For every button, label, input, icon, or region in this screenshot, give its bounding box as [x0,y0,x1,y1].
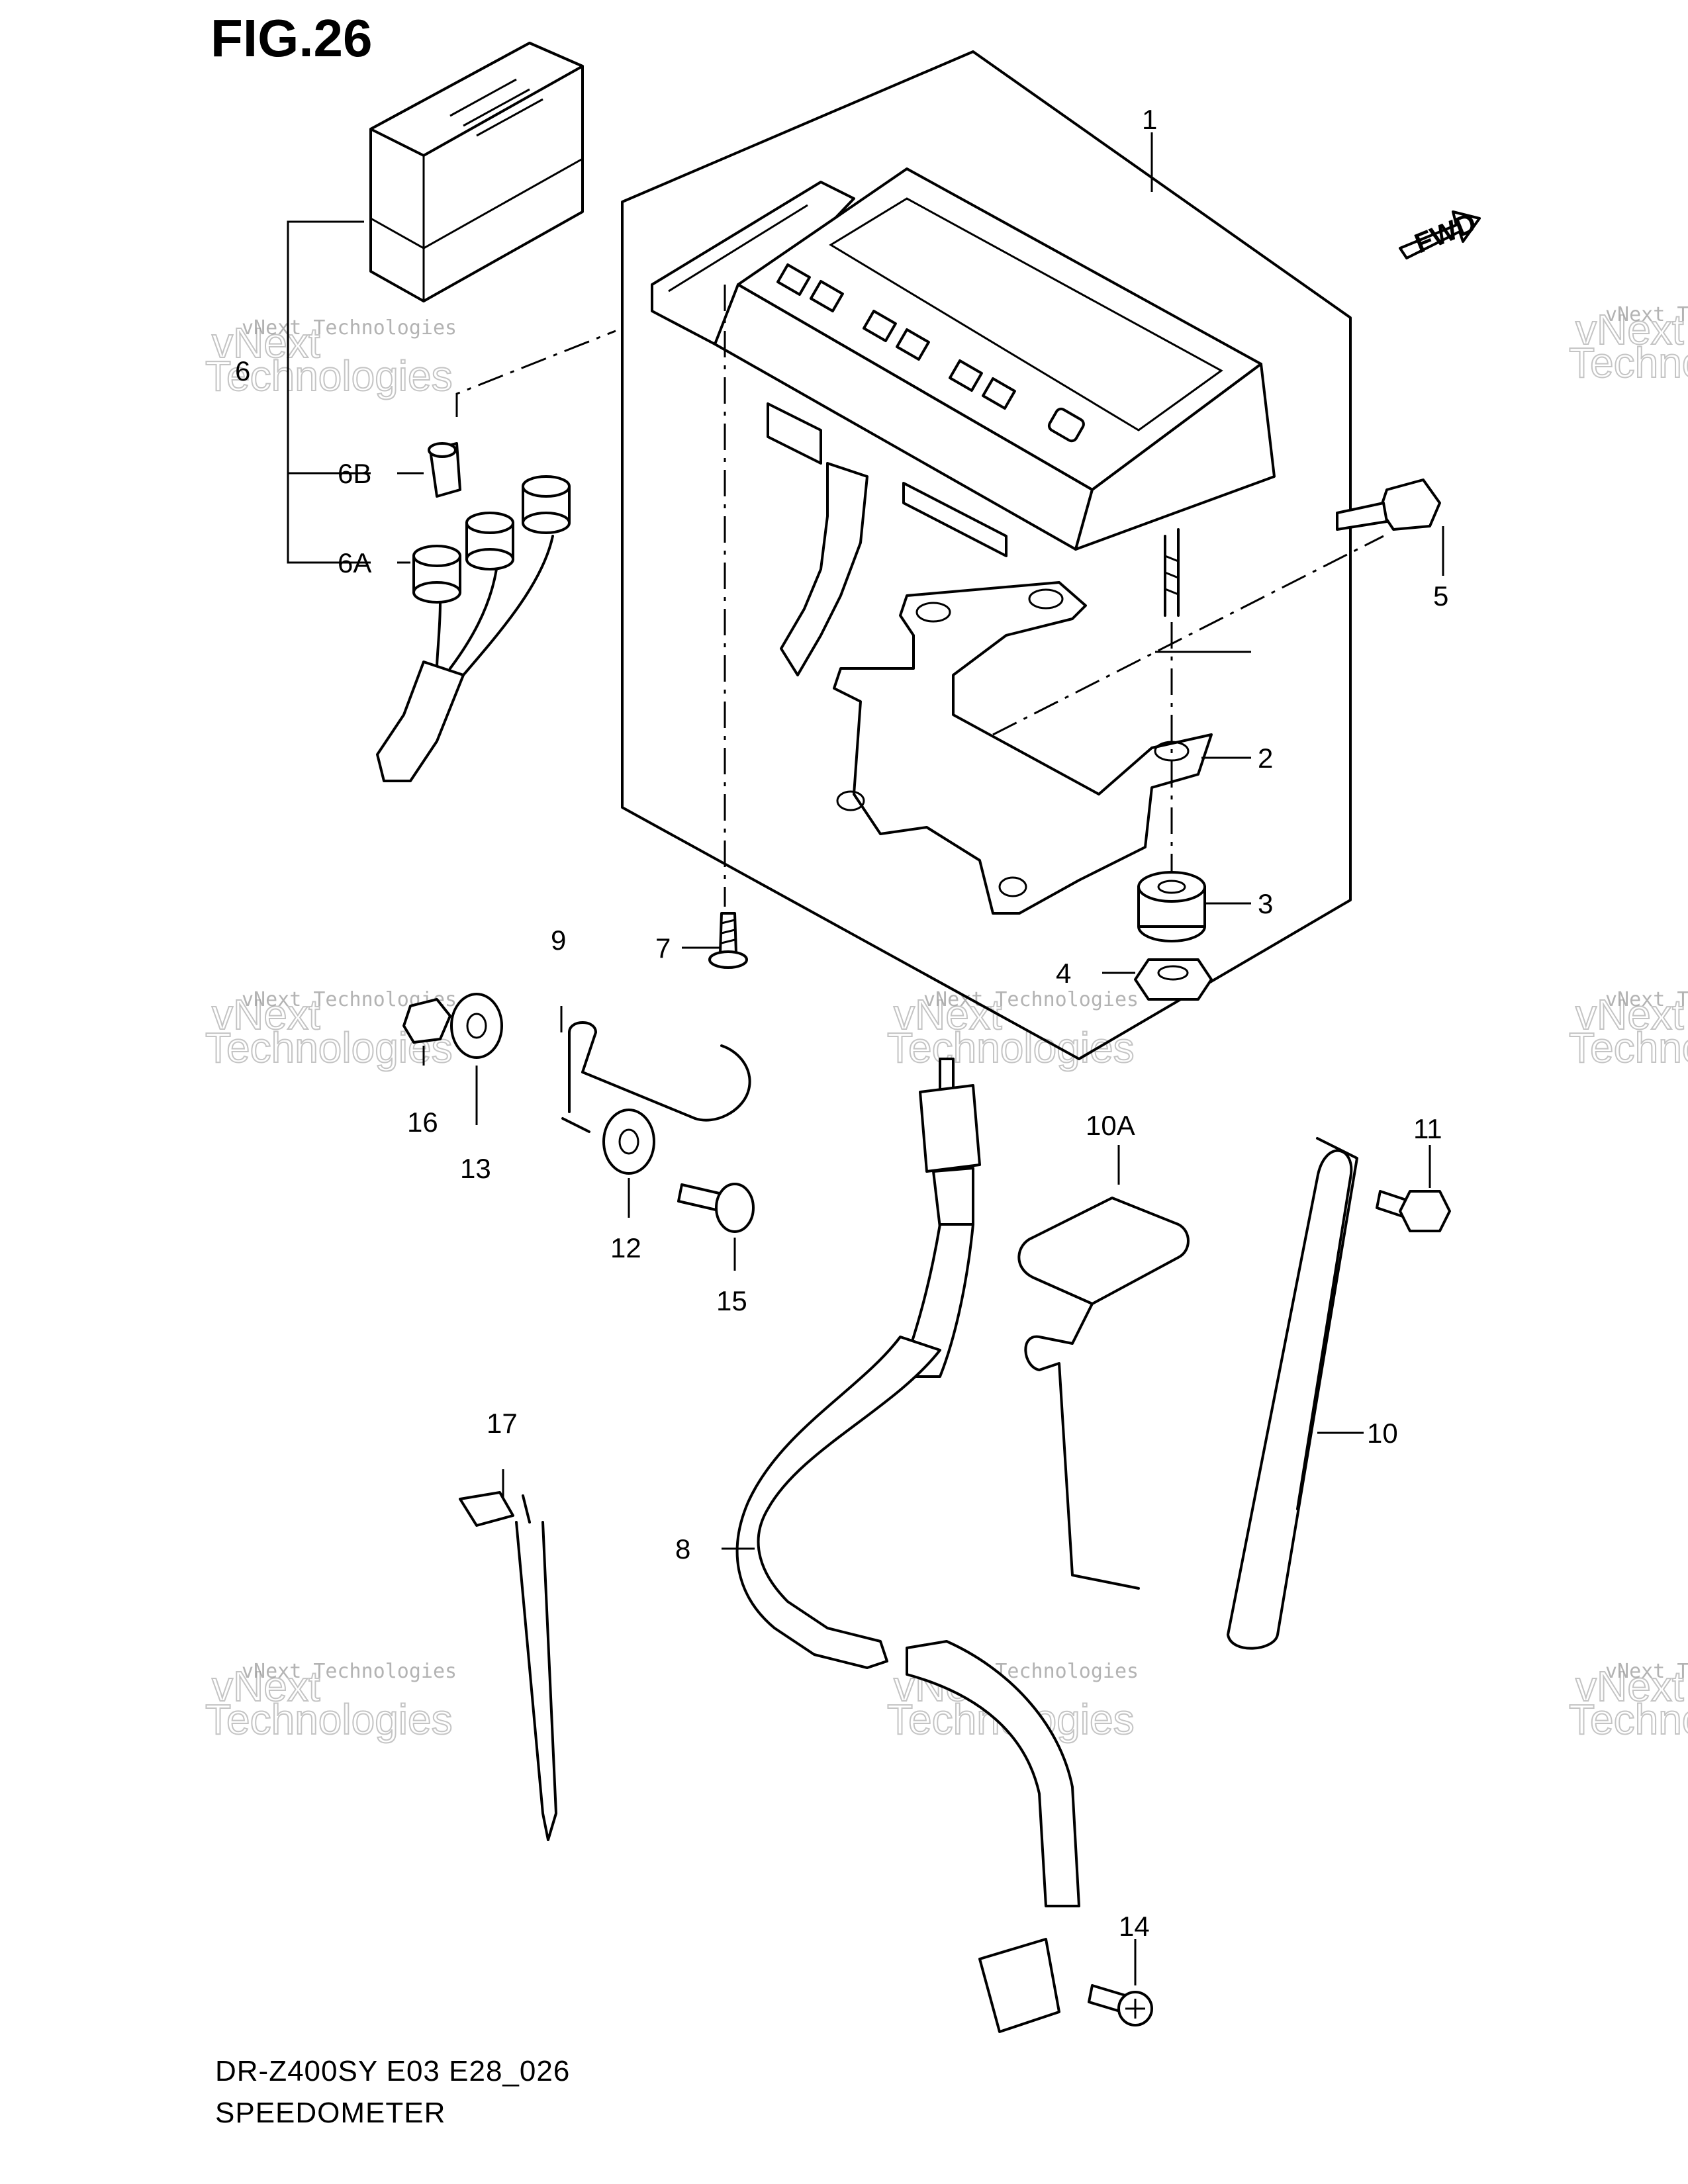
watermark-small: vNext Technologies [1605,988,1688,1011]
meter-button [982,377,1016,410]
washer-13 [450,993,503,1059]
watermark-large-top: vNext [212,319,320,367]
callout-leaders [397,132,1444,1985]
bolt-11 [1376,1190,1451,1232]
callout-1: 1 [1142,104,1157,135]
watermark-large-bottom: Technologies [887,1024,1135,1071]
callout-5: 5 [1433,580,1448,612]
nut [1134,958,1213,1001]
bracket-hole [1154,741,1190,762]
socket-harness [376,442,571,782]
bracket-hole [915,602,951,623]
cable-tie-17 [515,1494,557,1841]
callout-7: 7 [655,933,671,964]
meter-button [896,328,930,361]
watermark-large-top: vNext [1575,991,1684,1038]
meter-bracket [833,581,1213,915]
callout-12: 12 [610,1232,641,1263]
callout-6b: 6B [338,458,371,489]
callout-17: 17 [487,1408,518,1439]
wire-clamp [568,1021,751,1122]
watermark: vNext Technologies vNext Technologies [1568,988,1688,1072]
speedometer-cable [735,1058,1080,2033]
meter-button [776,263,811,296]
cable-tie-head [459,1491,514,1527]
bracket-hole [998,876,1027,897]
meter-lug [902,482,1008,557]
watermark: vNext Technologies vNext Technologies [886,988,1139,1072]
watermark-large-top: vNext [212,991,320,1038]
nut-16 [402,998,451,1044]
meter-harness [780,462,868,676]
meter-lug [767,402,822,465]
item6-brace [287,220,371,564]
meter-display-window [829,197,1223,432]
fwd-label: FWD [1410,206,1480,259]
watermark-small: vNext Technologies [1605,303,1688,326]
meter-button [949,359,983,392]
callout-8: 8 [675,1533,690,1565]
callout-11: 11 [1413,1113,1442,1144]
callout-6a: 6A [338,547,371,578]
callout-4: 4 [1056,958,1071,989]
callout-3: 3 [1258,888,1273,919]
callout-14: 14 [1119,1911,1150,1942]
watermark-large-top: vNext [894,991,1002,1038]
callouts: 1 2 3 4 5 6 6A 6B 7 8 9 10 10A 11 12 13 … [235,104,1448,1942]
bolt-5 [1336,478,1441,531]
watermark-large-top: vNext [1575,306,1684,353]
meter-right-face [1074,363,1276,551]
watermark-small: vNext Technologies [242,316,457,340]
watermark-small: vNext Technologies [1605,1660,1688,1683]
fwd-arrow-icon: FWD [1399,206,1481,259]
screw-15 [677,1183,755,1233]
watermark: vNext Technologies vNext Technologies [205,1660,457,1744]
callout-10: 10 [1367,1418,1398,1449]
watermark: vNext Technologies vNext Technologies [1568,1660,1688,1744]
clamp-10a [1017,1197,1190,1590]
bracket-hole [1028,588,1064,610]
model-code: DR-Z400SY E03 E28_026 [215,2055,571,2087]
watermark-large-bottom: Technologies [1569,339,1688,387]
bracket-hole [836,790,865,811]
watermark-large-bottom: Technologies [1569,1696,1688,1743]
watermark-large-bottom: Technologies [1569,1024,1688,1071]
band-10 [1227,1137,1358,1650]
washer-12 [602,1109,655,1175]
meter-button [863,310,897,342]
watermark-small: vNext Technologies [242,1660,457,1683]
callout-2: 2 [1258,743,1273,774]
watermark-large-bottom: Technologies [205,1696,453,1743]
assembly-leader-lines [455,285,1384,907]
callout-15: 15 [716,1285,747,1316]
meter-button [810,279,844,312]
screw-7 [708,912,748,969]
lamp-socket-cover [369,42,584,302]
callout-6: 6 [235,355,250,387]
assembly-outline [621,50,1352,1060]
watermark-large-top: vNext [1575,1662,1684,1710]
callout-10a: 10A [1086,1110,1135,1141]
callout-13: 13 [460,1153,491,1184]
watermark: vNext Technologies vNext Technologies [205,316,457,400]
meter-stud [1164,528,1180,617]
callout-16: 16 [407,1107,438,1138]
screw-14 [1088,1984,1153,2026]
figure-title: FIG.26 [211,9,373,68]
figure-name: SPEEDOMETER [215,2097,446,2129]
speedometer-body [651,167,1276,676]
grommet [1137,871,1206,942]
watermark: vNext Technologies vNext Technologies [1568,303,1688,387]
watermark-large-bottom: Technologies [205,352,453,400]
callout-9: 9 [551,925,566,956]
watermark-large-top: vNext [212,1662,320,1710]
meter-button [1047,407,1085,443]
